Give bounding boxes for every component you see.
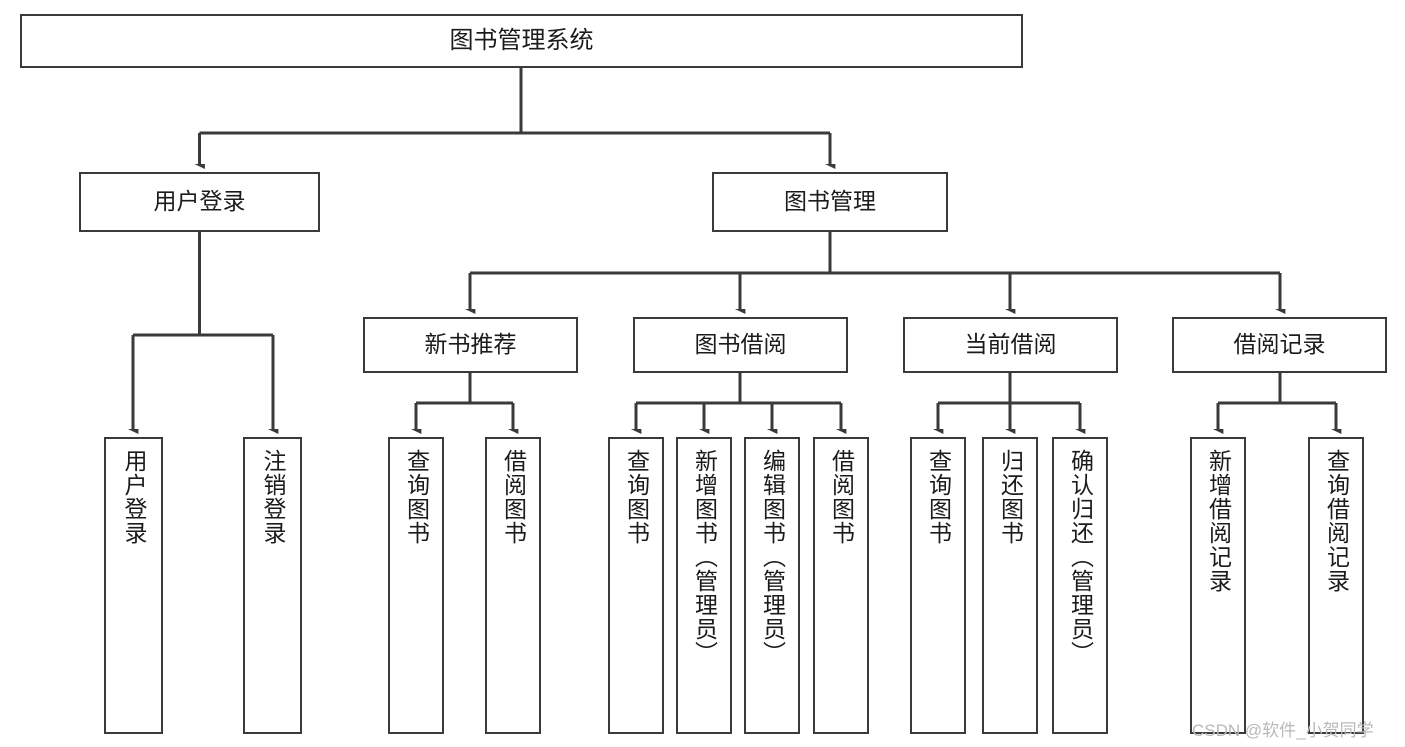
node-new-book-recommend[interactable]: 新书推荐 bbox=[363, 317, 578, 373]
node-user-login[interactable]: 用户登录 bbox=[79, 172, 320, 232]
node-root[interactable]: 图书管理系统 bbox=[20, 14, 1023, 68]
node-leaf-edit-book[interactable]: 编辑图书（管理员） bbox=[744, 437, 800, 734]
node-leaf-query-book-2-label: 查询图书 bbox=[623, 449, 650, 545]
node-new-book-recommend-label: 新书推荐 bbox=[424, 331, 517, 358]
node-current-borrow-label: 当前借阅 bbox=[964, 331, 1057, 358]
node-leaf-query-book-3[interactable]: 查询图书 bbox=[910, 437, 966, 734]
node-leaf-return-book[interactable]: 归还图书 bbox=[982, 437, 1038, 734]
node-book-management[interactable]: 图书管理 bbox=[712, 172, 948, 232]
node-leaf-return-book-label: 归还图书 bbox=[997, 449, 1024, 545]
node-leaf-add-book[interactable]: 新增图书（管理员） bbox=[676, 437, 732, 734]
node-leaf-confirm-return-label: 确认归还（管理员） bbox=[1067, 449, 1094, 665]
node-root-label: 图书管理系统 bbox=[449, 26, 594, 54]
node-leaf-borrow-book-2[interactable]: 借阅图书 bbox=[813, 437, 869, 734]
node-leaf-query-record[interactable]: 查询借阅记录 bbox=[1308, 437, 1364, 734]
node-leaf-user-login[interactable]: 用户登录 bbox=[104, 437, 163, 734]
node-leaf-user-login-label: 用户登录 bbox=[121, 449, 147, 545]
node-current-borrow[interactable]: 当前借阅 bbox=[903, 317, 1118, 373]
node-leaf-user-logout-label: 注销登录 bbox=[260, 449, 286, 545]
node-leaf-borrow-book-1[interactable]: 借阅图书 bbox=[485, 437, 541, 734]
node-leaf-add-record[interactable]: 新增借阅记录 bbox=[1190, 437, 1246, 734]
node-user-login-label: 用户登录 bbox=[153, 188, 246, 215]
node-leaf-user-logout[interactable]: 注销登录 bbox=[243, 437, 302, 734]
node-leaf-add-book-label: 新增图书（管理员） bbox=[691, 449, 718, 665]
node-book-borrow[interactable]: 图书借阅 bbox=[633, 317, 848, 373]
node-leaf-borrow-book-2-label: 借阅图书 bbox=[828, 449, 855, 545]
csdn-watermark: CSDN @软件_小贺同学 bbox=[1192, 721, 1374, 740]
node-leaf-query-book-1-label: 查询图书 bbox=[403, 449, 430, 545]
node-book-management-label: 图书管理 bbox=[784, 188, 876, 215]
node-leaf-edit-book-label: 编辑图书（管理员） bbox=[759, 449, 786, 665]
node-leaf-query-book-1[interactable]: 查询图书 bbox=[388, 437, 444, 734]
node-leaf-query-record-label: 查询借阅记录 bbox=[1323, 449, 1350, 593]
node-leaf-query-book-2[interactable]: 查询图书 bbox=[608, 437, 664, 734]
node-borrow-record-label: 借阅记录 bbox=[1233, 331, 1326, 358]
node-book-borrow-label: 图书借阅 bbox=[694, 331, 787, 358]
node-leaf-add-record-label: 新增借阅记录 bbox=[1205, 449, 1232, 593]
node-borrow-record[interactable]: 借阅记录 bbox=[1172, 317, 1387, 373]
node-leaf-query-book-3-label: 查询图书 bbox=[925, 449, 952, 545]
node-leaf-borrow-book-1-label: 借阅图书 bbox=[500, 449, 527, 545]
node-leaf-confirm-return[interactable]: 确认归还（管理员） bbox=[1052, 437, 1108, 734]
